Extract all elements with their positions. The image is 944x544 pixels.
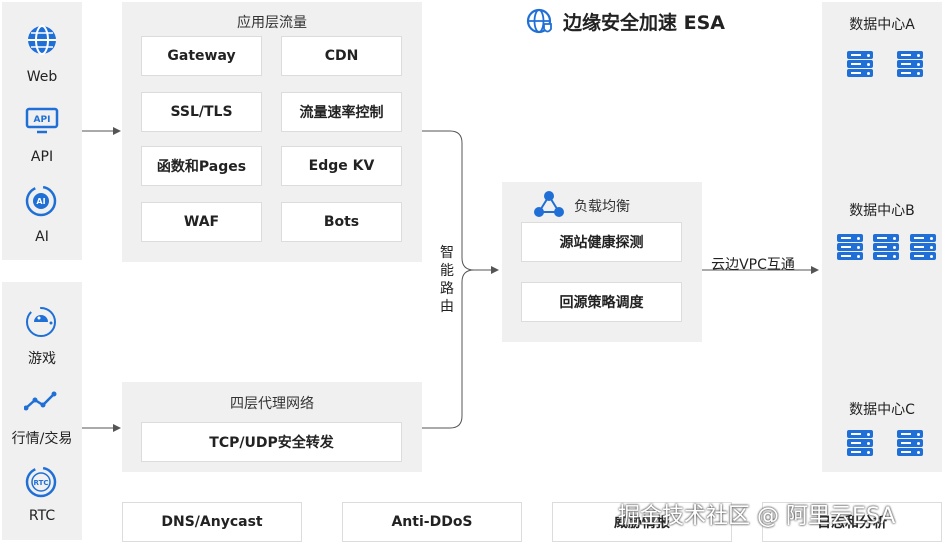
api-icon: API <box>25 106 59 140</box>
svg-text:AI: AI <box>36 197 45 206</box>
network-nodes-icon <box>534 190 564 222</box>
lb-item-origin-policy: 回源策略调度 <box>521 282 682 322</box>
service-anti-ddos: Anti-DDoS <box>342 502 522 542</box>
app-item-edge-kv: Edge KV <box>281 146 402 186</box>
app-item-rate-limit: 流量速率控制 <box>281 92 402 132</box>
lb-title: 负载均衡 <box>574 199 630 215</box>
app-item-bots: Bots <box>281 202 402 242</box>
lb-panel: 负载均衡 源站健康探测 回源策略调度 <box>502 182 702 342</box>
rtc-icon: RTC <box>24 465 58 503</box>
trend-icon <box>23 390 58 416</box>
clients-bottom-panel: 游戏 行情/交易 RTC RTC <box>2 282 82 540</box>
watermark: 掘金技术社区 @ 阿里云ESA <box>618 504 896 529</box>
datacenter-c-label: 数据中心C <box>849 402 915 418</box>
ai-icon: AI <box>24 184 58 222</box>
service-logs: 日志和分析 <box>762 502 942 542</box>
l4-title: 四层代理网络 <box>230 396 314 412</box>
vpc-label: 云边VPC互通 <box>711 257 795 273</box>
client-label-trade: 行情/交易 <box>11 431 73 447</box>
app-item-ssl: SSL/TLS <box>141 92 262 132</box>
app-item-waf: WAF <box>141 202 262 242</box>
datacenter-a-label: 数据中心A <box>849 17 915 33</box>
datacenter-b-label: 数据中心B <box>849 203 915 219</box>
l4-panel: 四层代理网络 TCP/UDP安全转发 <box>122 382 422 472</box>
service-threat-intel: 威胁情报 <box>552 502 732 542</box>
clients-top-panel: Web API API AI AI <box>2 2 82 260</box>
service-dns: DNS/Anycast <box>122 502 302 542</box>
app-item-gateway: Gateway <box>141 36 262 76</box>
lb-item-health-check: 源站健康探测 <box>521 222 682 262</box>
page-title: 边缘安全加速 ESA <box>563 12 725 34</box>
datacenter-panel: 数据中心A 数据中心B 数据中心C <box>822 2 942 472</box>
client-label-ai: AI <box>35 229 49 245</box>
globe-icon <box>26 24 58 60</box>
app-item-cdn: CDN <box>281 36 402 76</box>
l4-item-forward: TCP/UDP安全转发 <box>141 422 402 462</box>
client-label-rtc: RTC <box>28 508 56 524</box>
client-label-game: 游戏 <box>28 351 56 367</box>
client-label-api: API <box>30 149 54 165</box>
app-item-functions: 函数和Pages <box>141 146 262 186</box>
arrow-l4-to-lb <box>422 269 475 429</box>
game-icon <box>25 306 57 342</box>
app-layer-title: 应用层流量 <box>237 15 307 31</box>
svg-text:RTC: RTC <box>34 479 49 487</box>
client-label-web: Web <box>26 69 58 85</box>
svg-text:API: API <box>34 115 51 125</box>
routing-label: 智能路由 <box>440 245 454 315</box>
esa-logo-icon <box>526 8 554 40</box>
arrow-app-to-lb <box>422 130 499 274</box>
app-layer-panel: 应用层流量 Gateway CDN SSL/TLS 流量速率控制 函数和Page… <box>122 2 422 262</box>
